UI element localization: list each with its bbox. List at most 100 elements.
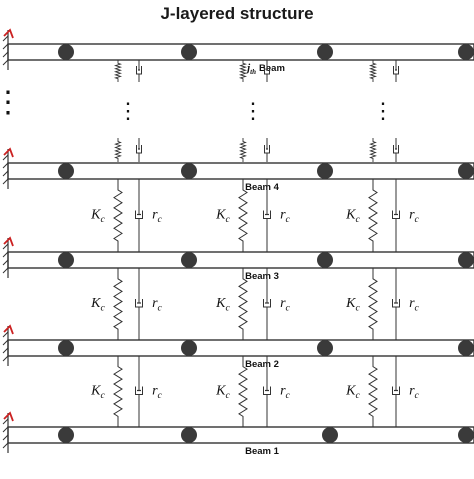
spring-label-sub: c (100, 214, 105, 225)
beam-label-text: Beam (259, 63, 285, 74)
ellipsis: ⋮ (117, 98, 139, 123)
spring (369, 138, 377, 162)
support-ball (181, 340, 197, 356)
spring-label: Kc (215, 208, 230, 226)
damper-label: rc (152, 384, 162, 402)
wall-hatch (2, 426, 9, 433)
spring (113, 268, 123, 340)
spring-label-sub: c (225, 390, 230, 401)
spring (113, 60, 123, 82)
wall-hatch (2, 339, 9, 346)
spring-label-main: K (90, 296, 101, 311)
wall-hatch (2, 170, 9, 177)
spring-label-main: K (345, 296, 356, 311)
damper-label-sub: c (286, 303, 291, 314)
spring-label-main: K (90, 208, 101, 223)
damper-label-sub: c (158, 303, 163, 314)
support-ball (181, 44, 197, 60)
wall-hatch (2, 51, 9, 58)
spring (113, 179, 123, 252)
damper-label: rc (409, 296, 419, 314)
support-ball (458, 44, 474, 60)
spring-label-sub: c (355, 214, 360, 225)
support-ball (317, 163, 333, 179)
spring-label-sub: c (100, 303, 105, 314)
wall-hatch (2, 243, 9, 250)
support-ball (58, 427, 74, 443)
support-ball (181, 252, 197, 268)
damper-label-main: r (152, 296, 158, 311)
support-ball (458, 163, 474, 179)
damper-label: rc (280, 296, 290, 314)
wall-hatch (2, 35, 9, 42)
damper-label-main: r (152, 208, 158, 223)
damper-label: rc (280, 208, 290, 226)
wall-hatch (2, 434, 9, 441)
damper-label: rc (152, 208, 162, 226)
support-ball (181, 163, 197, 179)
support-ball (58, 252, 74, 268)
support-ball (317, 44, 333, 60)
spring-label: Kc (345, 208, 360, 226)
damper-label-main: r (280, 296, 286, 311)
wall-hatch (2, 442, 9, 449)
force-arrow-icon (3, 324, 14, 335)
wall-hatch (2, 347, 9, 354)
spring-label: Kc (215, 384, 230, 402)
beam-body (7, 43, 474, 61)
spring (238, 356, 248, 427)
support-ball (458, 427, 474, 443)
ellipsis: ⋮ (242, 98, 264, 123)
spring-label-main: K (90, 384, 101, 399)
beam-body (7, 162, 474, 180)
spring (114, 138, 122, 162)
spring (368, 268, 378, 340)
spring-label: Kc (215, 296, 230, 314)
force-arrow-icon (3, 28, 14, 39)
diagram-title: J-layered structure (160, 4, 314, 23)
wall-hatch (2, 267, 9, 274)
beam-label: Beam 3 (245, 271, 279, 282)
wall-hatch (2, 59, 9, 66)
spring (238, 268, 248, 340)
wall-hatch (2, 355, 9, 362)
damper-label-sub: c (286, 214, 291, 225)
damper-label: rc (409, 384, 419, 402)
spring-label: Kc (90, 208, 105, 226)
support-ball (58, 44, 74, 60)
damper-label-main: r (409, 384, 415, 399)
spring-label-sub: c (225, 214, 230, 225)
damper-label: rc (409, 208, 419, 226)
damper-label: rc (152, 296, 162, 314)
wall-hatch (2, 418, 9, 425)
spring-label: Kc (90, 296, 105, 314)
wall-hatch (2, 162, 9, 169)
beam-index-sub: th (250, 68, 256, 76)
beam-3: Beam 3 (2, 236, 474, 282)
spring-label: Kc (345, 296, 360, 314)
damper-label-sub: c (286, 390, 291, 401)
support-ball (317, 252, 333, 268)
wall-hatch (2, 43, 9, 50)
force-arrow-icon (3, 147, 14, 158)
spring-label-main: K (215, 384, 226, 399)
spring (238, 60, 248, 82)
beam-1: Beam 1 (2, 411, 474, 457)
spring (239, 138, 247, 162)
spring-label-main: K (345, 208, 356, 223)
spring-label-sub: c (355, 303, 360, 314)
wall-hatch (2, 251, 9, 258)
spring (368, 179, 378, 252)
damper-label-sub: c (415, 303, 420, 314)
support-ball (181, 427, 197, 443)
spring-label: Kc (345, 384, 360, 402)
beam-label: Beam 2 (245, 359, 279, 370)
spring (238, 179, 248, 252)
support-ball (317, 340, 333, 356)
wall-hatch (2, 331, 9, 338)
